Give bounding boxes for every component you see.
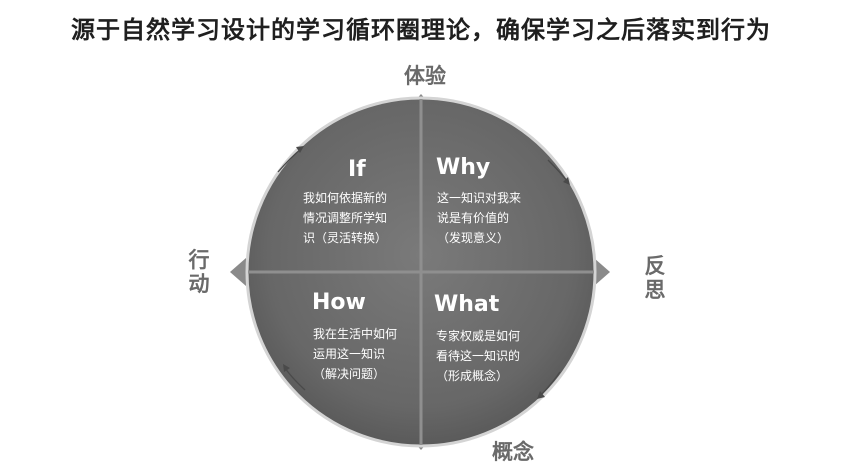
quadrant-what-title: What [434,292,500,317]
axis-label-left: 行动 [188,248,210,296]
quadrant-how-title: How [312,290,366,315]
quadrant-why-title: Why [436,155,491,180]
axis-label-right: 反思 [644,254,666,302]
quadrant-how-text: 我在生活中如何 运用这一知识 （解决问题） [313,327,398,381]
arrow-left-icon [230,258,246,286]
cycle-arrowhead-bottom-right [537,391,545,399]
page-title: 源于自然学习设计的学习循环圈理论，确保学习之后落实到行为 [71,16,771,44]
quadrant-what-text: 专家权威是如何 看待这一知识的 （形成概念） [436,329,521,383]
quadrant-why-text: 这一知识对我来 说是有价值的 （发现意义） [437,191,522,245]
cycle-arrowhead-bottom-left [283,364,290,372]
quadrant-if-title: If [348,157,366,182]
cycle-arrowhead-top-left [296,146,304,153]
cycle-arrowhead-top-right [563,177,570,185]
axis-label-bottom: 概念 [492,440,534,464]
quadrant-if-text: 我如何依据新的 情况调整所学知 识（灵活转换） [303,191,388,245]
axis-label-top: 体验 [404,64,446,88]
arrow-right-icon [594,258,610,286]
